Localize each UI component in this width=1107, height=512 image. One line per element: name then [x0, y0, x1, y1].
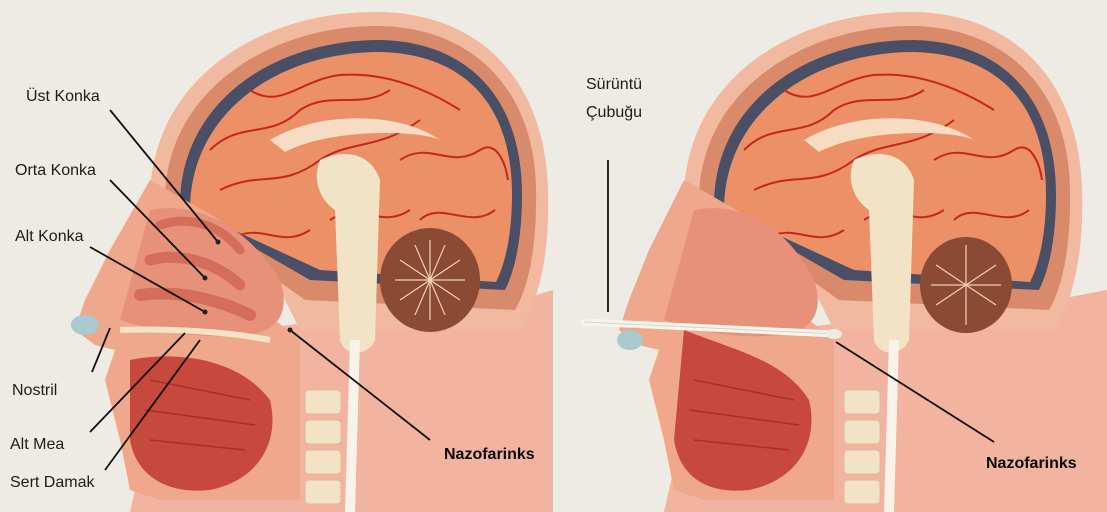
label-swab-line2: Çubuğu	[586, 104, 642, 122]
label-sert-damak: Sert Damak	[10, 474, 94, 492]
left-head-illustration	[0, 0, 553, 512]
label-nazofarinks-right: Nazofarinks	[986, 455, 1077, 473]
left-anatomy-panel: Üst Konka Orta Konka Alt Konka Nostril A…	[0, 0, 553, 512]
label-swab-line1: Sürüntü	[586, 76, 642, 94]
label-ust-konka: Üst Konka	[26, 88, 100, 106]
label-nazofarinks-left: Nazofarinks	[444, 446, 535, 464]
right-anatomy-panel: Sürüntü Çubuğu Nazofarinks	[554, 0, 1107, 512]
label-alt-mea: Alt Mea	[10, 436, 64, 454]
swab-tip	[826, 329, 842, 339]
label-orta-konka: Orta Konka	[15, 162, 96, 180]
label-nostril: Nostril	[12, 382, 57, 400]
label-alt-konka: Alt Konka	[15, 228, 83, 246]
